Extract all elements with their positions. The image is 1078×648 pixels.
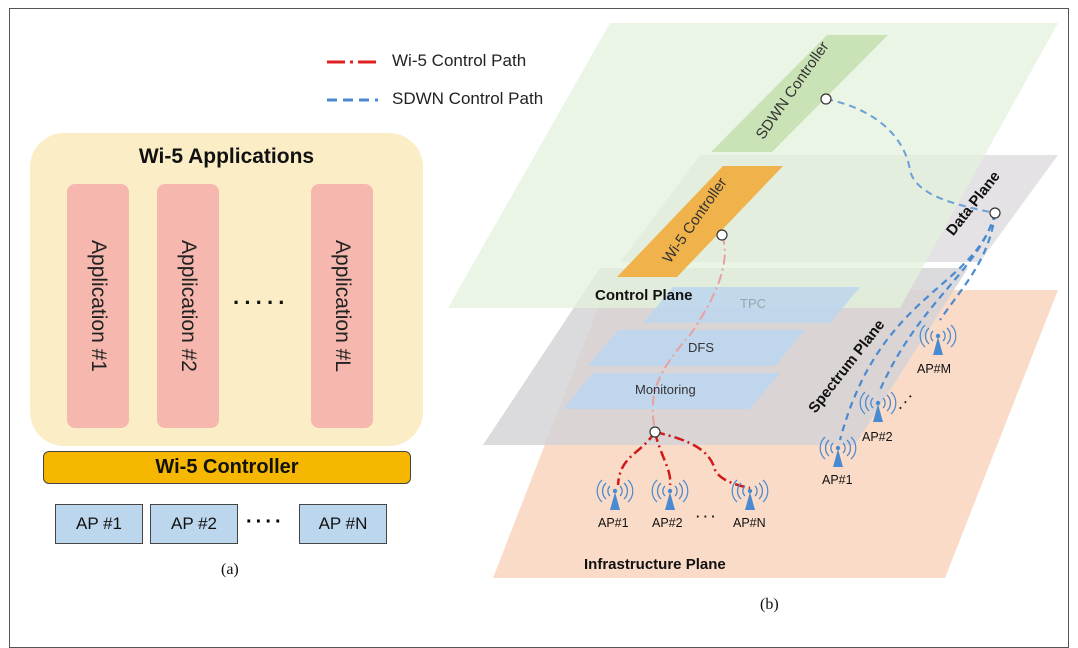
sdwn-path-to-ap1 xyxy=(838,212,997,441)
application-box-1: Application #1 xyxy=(67,184,129,428)
applications-title: Wi-5 Applications xyxy=(138,145,315,168)
tpc-label: TPC xyxy=(740,296,766,311)
dfs-layer xyxy=(588,330,805,366)
legend-sdwn-label: SDWN Control Path xyxy=(392,89,544,108)
infrastructure-plane-label: Infrastructure Plane xyxy=(584,556,726,573)
ap-box-2: AP #2 xyxy=(150,504,238,544)
ap-box-1: AP #1 xyxy=(55,504,143,544)
wi5-path-to-ap2 xyxy=(653,431,672,486)
sdwn-ap2-label: AP#2 xyxy=(862,430,893,444)
caption-b: (b) xyxy=(760,596,779,613)
control-plane-label: Control Plane xyxy=(595,287,693,304)
sdwn-controller-box xyxy=(711,35,888,152)
wi5-path-controller-to-hub xyxy=(651,234,726,433)
sdwn-controller-node xyxy=(820,93,832,105)
application-box-l: Application #L xyxy=(311,184,373,428)
wi5-controller-box xyxy=(617,166,783,277)
sdwn-path-to-ap2 xyxy=(878,212,997,391)
infra-ap1-label: AP#1 xyxy=(598,516,629,530)
wi5-controller-node xyxy=(716,229,728,241)
infrastructure-hub-node xyxy=(649,426,661,438)
legend-wi5-label: Wi-5 Control Path xyxy=(392,51,527,70)
ap-ellipsis: ···· xyxy=(246,511,285,533)
monitoring-label: Monitoring xyxy=(635,382,696,397)
data-plane-node xyxy=(989,207,1001,219)
infra-apn-label: AP#N xyxy=(733,516,766,530)
infra-ap2-label: AP#2 xyxy=(652,516,683,530)
ap-box-n: AP #N xyxy=(299,504,387,544)
sdwn-path-to-apm xyxy=(939,212,997,321)
sdwn-path-controller-to-data xyxy=(825,98,996,214)
application-box-2: Application #2 xyxy=(157,184,219,428)
caption-a: (a) xyxy=(221,561,239,578)
wi5-path-to-ap1 xyxy=(616,431,657,486)
control-plane xyxy=(448,23,1058,308)
wi5-controller-bar: Wi-5 Controller xyxy=(43,451,411,484)
sdwn-ap1-label: AP#1 xyxy=(822,473,853,487)
monitoring-layer xyxy=(563,373,780,409)
layered-architecture-diagram xyxy=(327,23,1058,578)
tpc-layer xyxy=(643,287,860,323)
sdwn-apm-label: AP#M xyxy=(917,362,952,376)
infra-ap-ellipsis: · · · xyxy=(696,510,716,524)
dfs-label: DFS xyxy=(688,340,714,355)
applications-ellipsis: ····· xyxy=(233,290,290,315)
wi5-path-to-apn xyxy=(654,430,751,490)
